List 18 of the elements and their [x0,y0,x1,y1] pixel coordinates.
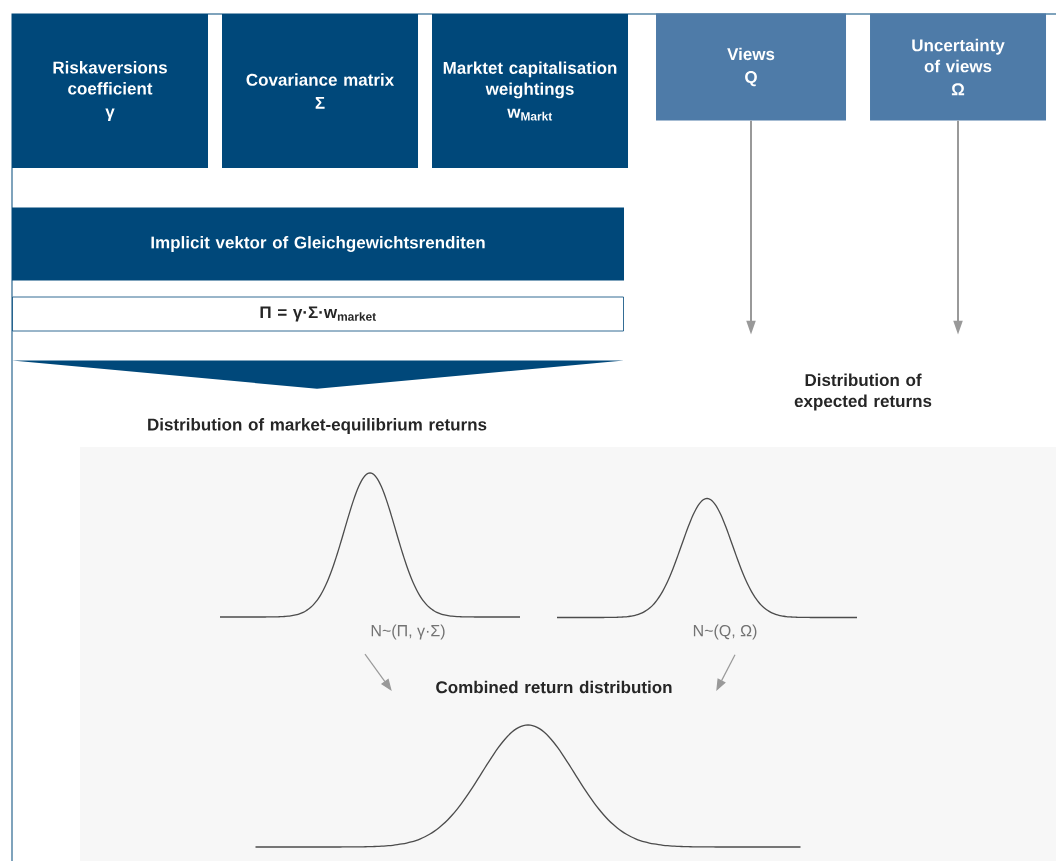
process-box: Covariance matrix Σ [222,14,418,168]
process-box: Marktet capitalisation weightings w$_{Markt}$ [432,14,628,168]
formula-label: N~(Π, γ·Σ) [371,624,445,640]
input-box: Uncertainty of views Ω [870,13,1046,121]
process-box: Implicit vektor of Gleichgewichtsrenditen [12,207,624,281]
bell-curve-drawing [219,472,521,618]
caption-text: Combined return distribution [436,680,672,694]
input-box: Views Q [656,13,846,121]
arrow [716,654,736,691]
formula-box: Π = γ·Σ·w$_{market}$ [12,296,624,332]
chevron-arrow [12,360,624,389]
bell-curve-drawing [556,497,858,619]
caption-text: Distribution of market-equilibrium returns [148,418,487,434]
process-box: Riskaversions coefficient γ [12,14,208,168]
caption-text: Distribution of expected returns [794,373,932,411]
formula-label: N~(Q, Ω) [693,624,757,640]
arrow [364,653,392,691]
bell-curve-drawing [254,724,802,848]
